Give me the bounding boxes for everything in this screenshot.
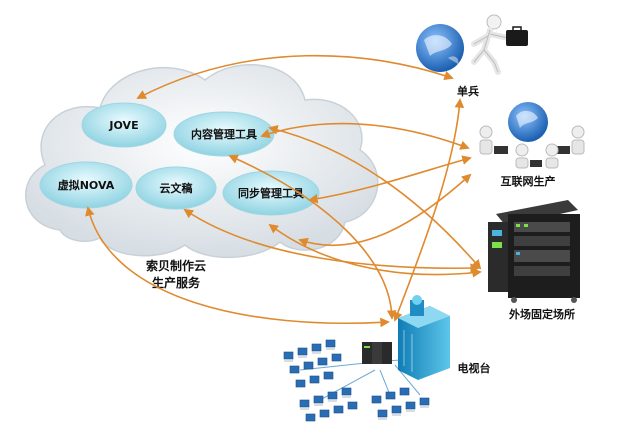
connection-arrows bbox=[85, 54, 482, 328]
globe-team-icon bbox=[479, 102, 585, 169]
service-sync-management[interactable]: 同步管理工具 bbox=[222, 170, 320, 216]
service-content-management[interactable]: 内容管理工具 bbox=[173, 111, 275, 157]
equipment-rack-icon bbox=[488, 200, 580, 303]
service-virtual-nova-label: 虚拟NOVA bbox=[58, 178, 115, 192]
node-single-soldier-label: 单兵 bbox=[457, 84, 479, 98]
arrow-tv-internet bbox=[298, 173, 472, 247]
service-jove-label: JOVE bbox=[108, 119, 138, 132]
service-cloud-draft-label: 云文稿 bbox=[160, 181, 193, 195]
node-internet-production-label: 互联网生产 bbox=[501, 174, 556, 188]
service-virtual-nova[interactable]: 虚拟NOVA bbox=[39, 161, 133, 209]
arrow-jove-single bbox=[136, 54, 454, 99]
globe-runner-icon bbox=[416, 14, 528, 75]
service-sync-management-label: 同步管理工具 bbox=[238, 186, 304, 200]
node-tv-station[interactable]: 电视台 bbox=[283, 295, 491, 422]
node-internet-production[interactable]: 互联网生产 bbox=[479, 102, 585, 188]
node-single-soldier[interactable]: 单兵 bbox=[416, 14, 528, 98]
service-content-management-label: 内容管理工具 bbox=[191, 127, 257, 141]
node-field-site[interactable]: 外场固定场所 bbox=[488, 200, 580, 321]
tv-station-network-icon bbox=[283, 295, 450, 422]
node-field-site-label: 外场固定场所 bbox=[508, 307, 575, 321]
service-cloud-draft[interactable]: 云文稿 bbox=[135, 166, 217, 210]
cloud-caption-line1: 索贝制作云 bbox=[146, 258, 206, 273]
production-cloud bbox=[25, 63, 379, 259]
node-tv-station-label: 电视台 bbox=[458, 361, 491, 375]
arrow-nova-tv bbox=[85, 206, 390, 328]
service-jove[interactable]: JOVE bbox=[81, 102, 167, 148]
